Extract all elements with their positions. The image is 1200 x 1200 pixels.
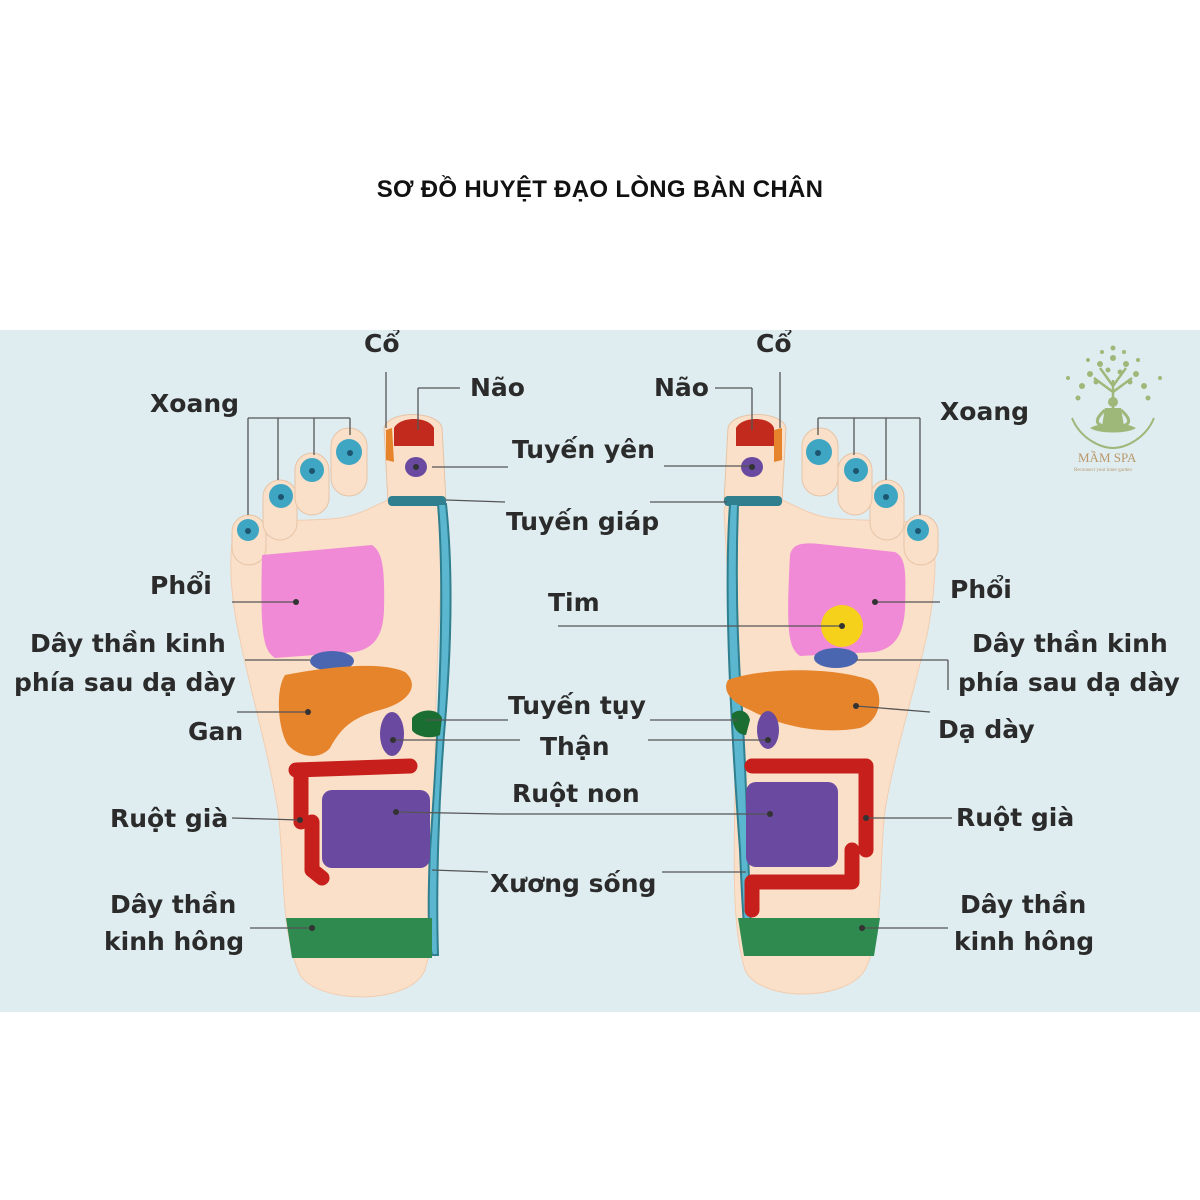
label-phoi-right: Phổi bbox=[950, 574, 1012, 604]
left-labels: Cổ Xoang Phổi Dây thần kinh phía sau dạ … bbox=[14, 330, 400, 956]
left-kidney bbox=[380, 712, 404, 756]
diagram-panel: Cổ Xoang Phổi Dây thần kinh phía sau dạ … bbox=[0, 330, 1200, 1012]
label-sciatic-left-1: Dây thần bbox=[110, 890, 236, 919]
left-lung bbox=[261, 545, 385, 658]
left-pancreas bbox=[412, 710, 442, 738]
left-neck-strip bbox=[386, 428, 394, 462]
label-tuyen-tuy: Tuyến tụy bbox=[508, 691, 646, 720]
right-small-intestine bbox=[746, 782, 838, 867]
right-lung bbox=[788, 543, 906, 656]
panel-background bbox=[0, 330, 1200, 1012]
label-nao-left: Não bbox=[470, 373, 525, 402]
logo-brand: MẦM SPA bbox=[1078, 450, 1137, 465]
label-than: Thận bbox=[540, 732, 610, 761]
label-phoi-left: Phổi bbox=[150, 570, 212, 600]
right-brain-area bbox=[736, 419, 774, 446]
label-tuyen-yen: Tuyến yên bbox=[512, 435, 655, 464]
left-small-intestine bbox=[322, 790, 430, 868]
right-kidney bbox=[757, 711, 779, 749]
right-labels: Cổ Xoang Phổi Dây thần kinh phía sau dạ … bbox=[756, 330, 1180, 956]
left-nerve-stomach bbox=[310, 651, 354, 671]
label-co-left: Cổ bbox=[364, 330, 400, 358]
label-nerve-left-2: phía sau dạ dày bbox=[14, 668, 236, 697]
right-sciatic bbox=[738, 918, 880, 956]
center-labels: Não Tuyến yên Tuyến giáp Tim Tuyến tụy T… bbox=[470, 373, 709, 898]
logo-tagline: Reconnect your inner garden bbox=[1074, 468, 1132, 473]
label-gan: Gan bbox=[188, 717, 243, 746]
label-sciatic-right-1: Dây thần bbox=[960, 890, 1086, 919]
label-tuyen-giap: Tuyến giáp bbox=[506, 507, 659, 536]
label-nao-right: Não bbox=[654, 373, 709, 402]
right-nerve-stomach bbox=[814, 648, 858, 668]
label-sciatic-left-2: kinh hông bbox=[104, 927, 244, 956]
tree-meditation-logo: MẦM SPA Reconnect your inner garden bbox=[1066, 345, 1162, 473]
label-nerve-left-1: Dây thần kinh bbox=[30, 629, 226, 658]
label-ruot-gia-left: Ruột già bbox=[110, 804, 228, 833]
label-co-right: Cổ bbox=[756, 330, 792, 358]
left-brain-area bbox=[394, 419, 434, 446]
label-nerve-right-1: Dây thần kinh bbox=[972, 629, 1168, 658]
right-neck-strip bbox=[774, 428, 782, 462]
left-liver bbox=[278, 665, 412, 756]
label-sciatic-right-2: kinh hông bbox=[954, 927, 1094, 956]
right-pancreas bbox=[732, 710, 750, 735]
right-large-intestine bbox=[744, 758, 874, 918]
label-xoang-right: Xoang bbox=[940, 397, 1029, 426]
leader-lines bbox=[231, 372, 952, 929]
left-large-intestine bbox=[288, 758, 418, 886]
left-foot bbox=[230, 414, 452, 998]
page-title: SƠ ĐỒ HUYỆT ĐẠO LÒNG BÀN CHÂN bbox=[376, 176, 824, 203]
label-nerve-right-2: phía sau dạ dày bbox=[958, 668, 1180, 697]
label-xoang-left: Xoang bbox=[150, 389, 239, 418]
label-da-day: Dạ dày bbox=[938, 715, 1035, 744]
left-sinus-points bbox=[237, 439, 362, 541]
label-ruot-non: Ruột non bbox=[512, 779, 640, 808]
left-thyroid bbox=[388, 496, 446, 506]
label-tim: Tim bbox=[548, 588, 600, 617]
label-ruot-gia-right: Ruột già bbox=[956, 803, 1074, 832]
leader-dots bbox=[293, 464, 878, 931]
left-sciatic bbox=[286, 918, 432, 958]
right-foot bbox=[723, 414, 939, 995]
label-xuong-song: Xương sống bbox=[490, 869, 656, 898]
